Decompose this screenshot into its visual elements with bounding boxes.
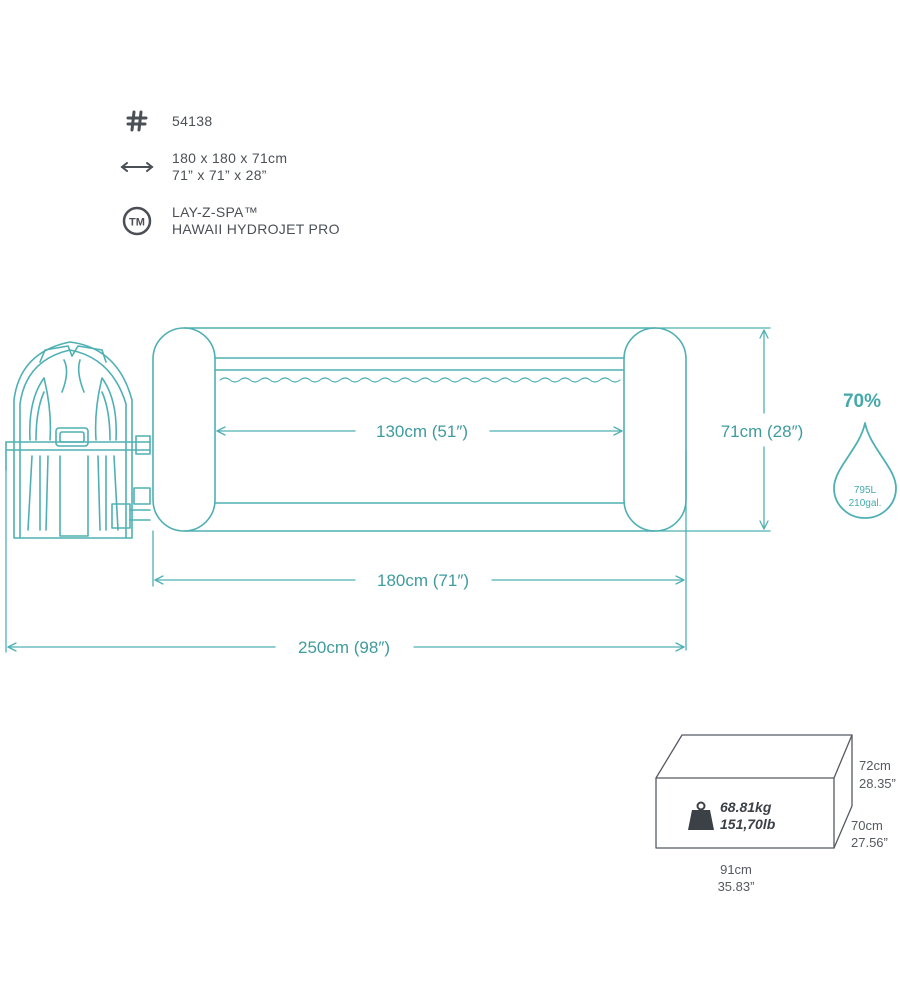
height-dimension-line	[654, 327, 771, 532]
package-width-metric: 91cm	[720, 862, 752, 877]
size-imperial: 71” x 71” x 28”	[172, 167, 267, 183]
package-box-illustration	[655, 734, 853, 849]
outer-width-label: 180cm (71″)	[377, 571, 469, 590]
spec-size-row: 180 x 180 x 71cm 71” x 71” x 28”	[120, 150, 287, 184]
product-name: HAWAII HYDROJET PRO	[172, 221, 340, 237]
inner-width-dimension-line	[216, 426, 623, 436]
spa-tub-illustration	[152, 327, 687, 532]
spec-model-row: 54138	[120, 110, 212, 132]
package-depth-imperial: 27.56”	[851, 835, 888, 850]
hash-icon	[120, 110, 154, 132]
package-weight-kg: 68.81kg	[720, 799, 772, 815]
water-fill-percent: 70%	[843, 391, 881, 412]
total-width-dimension-line	[5, 469, 685, 653]
package-height-metric: 72cm	[859, 758, 891, 773]
inner-width-label: 130cm (51″)	[376, 422, 468, 441]
outer-width-dimension-line	[152, 449, 687, 651]
model-number: 54138	[172, 112, 213, 129]
weight-icon	[688, 801, 714, 830]
spec-product-row: TM LAY-Z-SPA™ HAWAII HYDROJET PRO	[120, 204, 340, 238]
pump-unit-illustration	[5, 341, 151, 539]
brand-name: LAY-Z-SPA™	[172, 204, 258, 220]
water-volume-gallons: 210gal.	[849, 498, 882, 509]
water-line	[219, 377, 621, 383]
size-metric: 180 x 180 x 71cm	[172, 150, 288, 166]
trademark-icon: TM	[120, 206, 154, 236]
package-height-imperial: 28.35”	[859, 776, 896, 791]
package-depth-metric: 70cm	[851, 818, 883, 833]
svg-text:TM: TM	[129, 217, 145, 229]
height-label: 71cm (28″)	[721, 422, 804, 441]
total-width-label: 250cm (98″)	[298, 638, 390, 657]
package-weight-lb: 151,70lb	[720, 816, 776, 832]
double-arrow-icon	[120, 161, 154, 173]
water-drop-icon	[833, 422, 897, 519]
water-volume-liters: 795L	[854, 485, 877, 496]
package-width-imperial: 35.83”	[718, 879, 755, 894]
